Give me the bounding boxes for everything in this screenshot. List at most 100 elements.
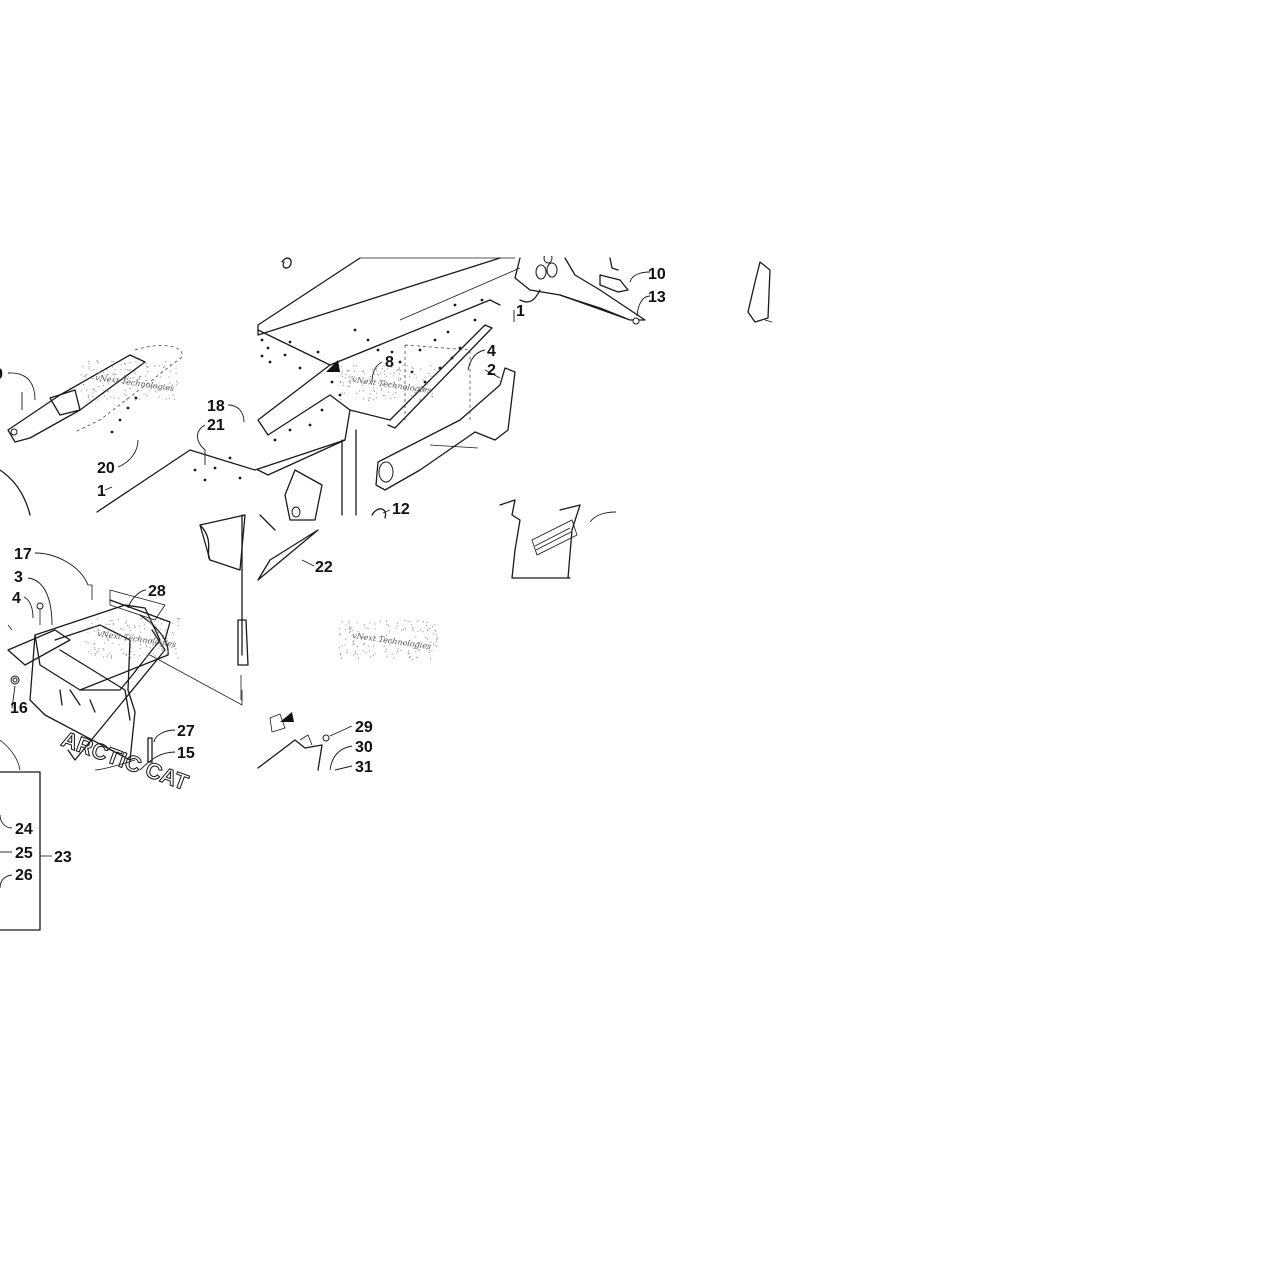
callout-22: 22	[315, 559, 333, 576]
watermark-speck	[149, 655, 151, 657]
watermark-speck	[363, 643, 365, 644]
watermark-speck	[107, 638, 108, 640]
watermark-speck	[94, 643, 96, 645]
watermark-speck	[391, 653, 393, 655]
mounting-hole	[390, 350, 394, 354]
watermark-speck	[423, 388, 425, 390]
mounting-hole	[260, 354, 264, 358]
watermark-speck	[111, 619, 113, 621]
watermark-speck	[381, 635, 383, 637]
watermark-speck	[134, 373, 136, 375]
watermark-speck	[349, 627, 351, 629]
callout-29: 29	[355, 719, 373, 736]
watermark-speck	[344, 392, 346, 394]
watermark-speck	[107, 390, 108, 392]
watermark-speck	[130, 650, 132, 652]
watermark-speck	[340, 633, 341, 635]
watermark-speck	[406, 365, 408, 367]
watermark-speck	[145, 644, 147, 646]
mounting-hole	[273, 438, 277, 442]
mounting-hole	[283, 353, 287, 357]
watermark-speck	[119, 361, 120, 363]
watermark-speck	[436, 640, 438, 642]
watermark-speck	[348, 620, 350, 622]
watermark-speck	[98, 629, 100, 631]
watermark-speck	[107, 654, 109, 656]
watermark-speck	[134, 396, 135, 398]
watermark-speck	[153, 379, 155, 381]
callout-23: 23	[54, 849, 72, 866]
watermark-speck	[175, 373, 177, 374]
watermark-speck	[130, 657, 132, 659]
callout-1-top: 1	[516, 303, 525, 320]
watermark-speck	[341, 375, 343, 377]
watermark-speck	[366, 382, 368, 384]
watermark-speck	[341, 645, 343, 647]
watermark-speck	[94, 653, 96, 654]
watermark-speck	[107, 639, 109, 641]
callout-15: 15	[177, 745, 195, 762]
watermark-speck	[93, 388, 95, 390]
watermark-speck	[413, 647, 415, 649]
watermark-speck	[348, 375, 350, 377]
watermark-speck	[426, 629, 428, 631]
watermark-speck	[178, 618, 180, 620]
watermark-speck	[154, 365, 156, 367]
watermark-speck	[175, 653, 177, 655]
watermark-speck	[148, 654, 150, 656]
mounting-hole	[366, 338, 370, 342]
watermark-speck	[155, 386, 157, 388]
watermark-speck	[428, 650, 430, 652]
watermark-speck	[369, 393, 371, 395]
tunnel-hole-pattern	[110, 298, 484, 482]
watermark-speck	[344, 377, 346, 379]
mounting-hole	[453, 303, 457, 307]
watermark-speck	[139, 655, 141, 657]
watermark-speck	[419, 642, 420, 644]
watermark-speck	[166, 640, 168, 642]
watermark-speck	[155, 391, 157, 393]
watermark-speck	[140, 631, 142, 633]
watermark-speck	[129, 388, 131, 390]
watermark-speck	[362, 636, 364, 638]
watermark-speck	[351, 376, 353, 378]
watermark-speck	[381, 368, 383, 369]
direction-arrows	[280, 360, 340, 722]
mounting-hole	[203, 478, 207, 482]
watermark-speck	[125, 654, 127, 655]
watermark-speck	[345, 628, 347, 630]
callout-27: 27	[177, 723, 195, 740]
watermark-speck	[120, 364, 122, 366]
mounting-hole	[288, 428, 292, 432]
watermark-speck	[407, 652, 409, 654]
watermark-speck	[414, 646, 416, 648]
watermark-speck	[165, 398, 167, 400]
mounting-hole	[353, 328, 357, 332]
watermark-speck	[112, 642, 114, 644]
watermark-speck	[147, 653, 149, 654]
watermark-speck	[125, 654, 127, 656]
watermark-speck	[105, 623, 107, 625]
watermark-speck	[410, 395, 412, 397]
watermark-speck	[376, 368, 378, 370]
watermark-speck	[163, 367, 164, 369]
watermark-speck	[426, 648, 427, 650]
watermark-speck	[435, 634, 437, 636]
watermark-speck	[417, 630, 419, 632]
watermark-speck	[129, 629, 131, 631]
watermark-speck	[387, 383, 389, 385]
watermark-speck	[104, 642, 106, 644]
watermark-speck	[94, 654, 96, 656]
watermark-speck	[361, 371, 363, 373]
watermark-speck	[129, 655, 131, 657]
watermark-speck	[107, 374, 109, 376]
watermark-speck	[94, 649, 96, 651]
watermark-speck	[141, 618, 143, 620]
watermark-speck	[128, 655, 130, 657]
watermark-speck	[401, 629, 402, 631]
watermark-speck	[386, 624, 388, 626]
watermark-speck	[382, 384, 384, 386]
watermark-speck	[373, 655, 374, 657]
watermark-speck	[354, 370, 356, 372]
tunnel-panel	[96, 257, 521, 516]
